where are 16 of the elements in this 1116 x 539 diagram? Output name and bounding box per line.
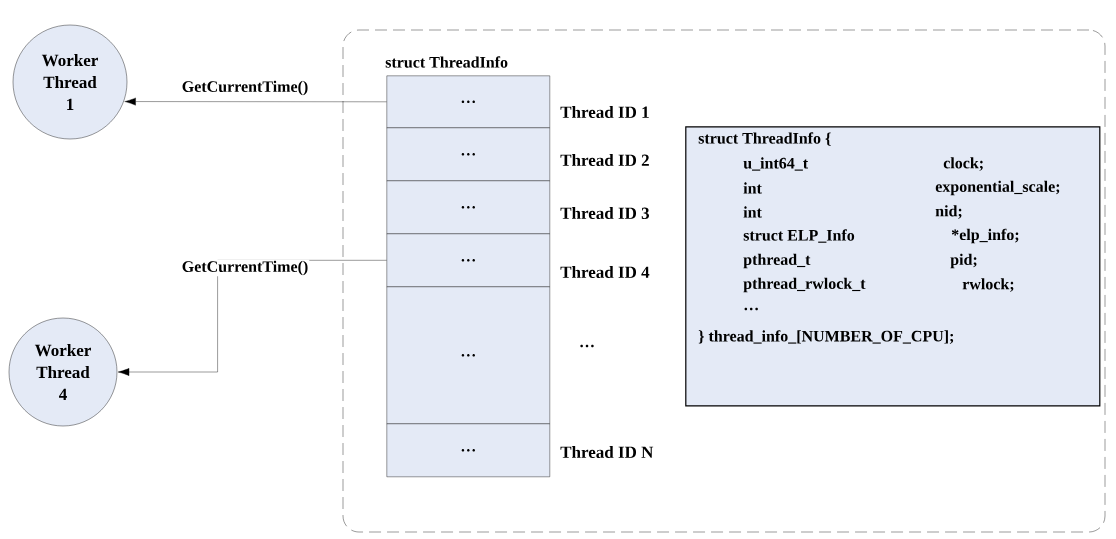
- array-cell: …: [386, 75, 550, 128]
- dashed-region: [342, 29, 1106, 533]
- ellipsis: …: [580, 344, 594, 348]
- array-cell: …: [386, 233, 550, 287]
- code-box: struct ThreadInfo { u_int64_t clock; int exponential_scale; int nid; struct ELP_Info *elp_info; pthread_t pid; pthread_rwlock_t rwlock; … } thread_info_[NUMBER_OF_CPU];: [685, 126, 1101, 407]
- thread-id-label: Thread ID 3: [560, 207, 650, 219]
- thread-id-label: Thread ID N: [560, 446, 654, 458]
- edge-label: GetCurrentTime(): [180, 259, 310, 277]
- thread-id-label: Thread ID 1: [560, 106, 649, 118]
- thread-id-label: Thread ID 4: [560, 266, 650, 278]
- array-cell: …: [386, 423, 550, 477]
- array-cell: …: [386, 127, 550, 181]
- arrow: [124, 97, 387, 106]
- array-cell: …: [386, 180, 550, 234]
- edge-label: GetCurrentTime(): [180, 79, 310, 97]
- thread-id-label: Thread ID 2: [560, 154, 649, 166]
